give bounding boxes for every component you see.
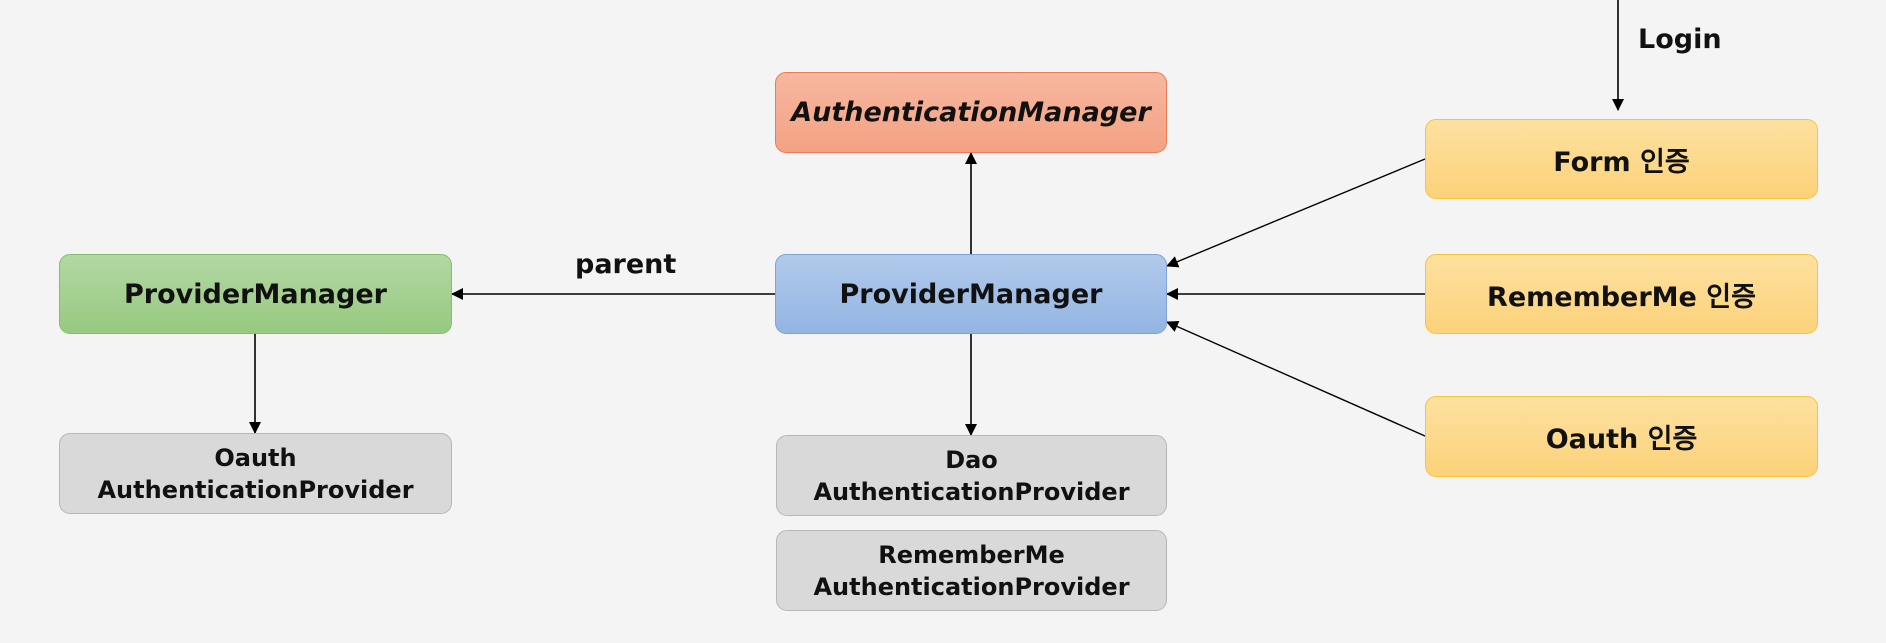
provider-manager-box: ProviderManager	[775, 254, 1167, 334]
parent-provider-manager-box: ProviderManager	[59, 254, 452, 334]
rememberme-auth-box: RememberMe 인증	[1425, 254, 1818, 334]
dao-provider-box: Dao AuthenticationProvider	[776, 435, 1167, 516]
authentication-manager-label: AuthenticationManager	[791, 97, 1151, 128]
oauth-auth-box: Oauth 인증	[1425, 396, 1818, 477]
dao-provider-line2: AuthenticationProvider	[813, 477, 1130, 506]
form-auth-label: Form 인증	[1553, 146, 1690, 178]
oauth-provider-line1: Oauth	[214, 443, 297, 472]
rememberme-provider-line2: AuthenticationProvider	[813, 572, 1130, 601]
oauth-provider-line2: AuthenticationProvider	[97, 475, 414, 504]
oauth-auth-label: Oauth 인증	[1545, 424, 1698, 455]
provider-manager-label: ProviderManager	[839, 278, 1103, 310]
rememberme-provider-line1: RememberMe	[878, 540, 1065, 569]
parent-provider-manager-label: ProviderManager	[124, 278, 387, 310]
dao-provider-line1: Dao	[945, 445, 998, 474]
oauth-provider-box: Oauth AuthenticationProvider	[59, 433, 452, 514]
login-label: Login	[1638, 24, 1722, 55]
form-to-pm-arrow	[1166, 158, 1426, 268]
parent-label: parent	[575, 249, 677, 280]
form-auth-box: Form 인증	[1425, 119, 1818, 199]
authentication-manager-box: AuthenticationManager	[775, 72, 1167, 153]
oauth-to-pm-arrow	[1166, 320, 1426, 437]
rememberme-auth-label: RememberMe 인증	[1487, 281, 1756, 313]
rememberme-provider-box: RememberMe AuthenticationProvider	[776, 530, 1167, 611]
